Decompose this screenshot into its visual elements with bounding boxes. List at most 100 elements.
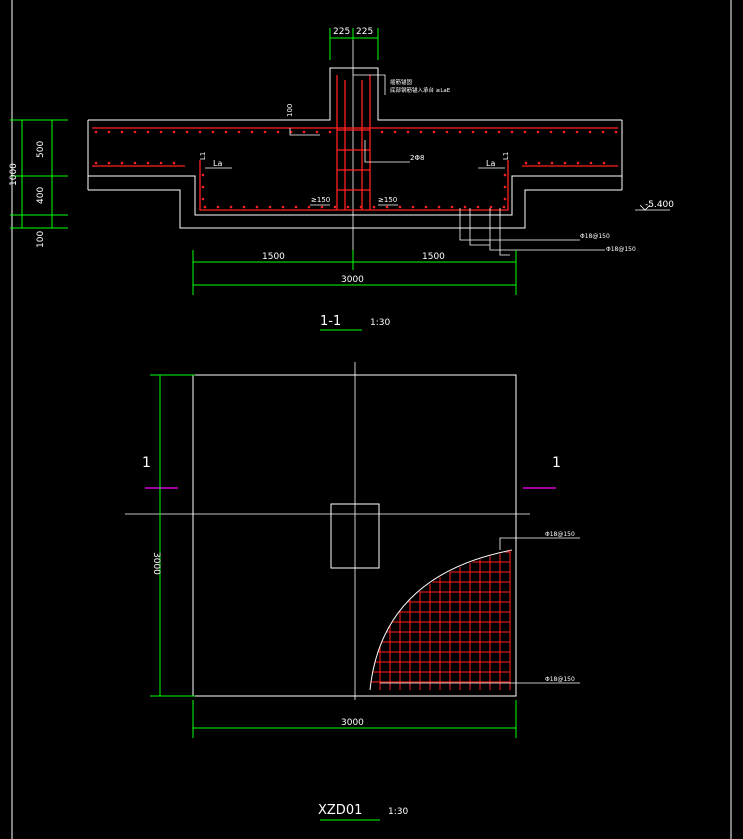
rebar-dot xyxy=(601,130,605,134)
rebar-dot xyxy=(133,161,137,165)
rebar-dot xyxy=(224,130,228,134)
rebar-dot xyxy=(255,205,259,209)
rebar-dot xyxy=(333,205,337,209)
rebar-dot xyxy=(216,205,220,209)
rebar-dot xyxy=(550,161,554,165)
rebar-dot xyxy=(432,130,436,134)
plan-dim-left: 3000 xyxy=(151,552,161,575)
plan-rebar-grid xyxy=(370,551,510,690)
rebar-dot xyxy=(463,205,467,209)
dim-225-left: 225 xyxy=(333,27,350,37)
dim-3000-section: 3000 xyxy=(341,275,364,285)
rebar-dot xyxy=(503,185,507,189)
label-ge150-right: ≥150 xyxy=(378,196,397,204)
rebar-dot xyxy=(372,205,376,209)
rebar-dot xyxy=(346,205,350,209)
section-1-1: 225 225 插筋锚固 底部钢筋锚入承台 ≥LaE 100 L1 La La … xyxy=(9,27,674,331)
rebar-dot xyxy=(242,205,246,209)
rebar-dot xyxy=(201,197,205,201)
rebar-dot xyxy=(146,161,150,165)
rebar-dot xyxy=(476,205,480,209)
rebar-dot xyxy=(489,205,493,209)
plan-leaders xyxy=(380,537,580,684)
label-l1-left: L1 xyxy=(199,152,207,160)
rebar-dot xyxy=(503,173,507,177)
rebar-dot xyxy=(523,130,527,134)
rebar-dot xyxy=(315,130,319,134)
rebar-dot xyxy=(159,161,163,165)
rebar-dot xyxy=(107,130,111,134)
section-rebar-dots xyxy=(94,130,618,209)
label-l1-right: L1 xyxy=(502,152,510,160)
rebar-dot xyxy=(458,130,462,134)
rebar-dot xyxy=(294,205,298,209)
plan-xzd01: 1 1 3000 3000 Φ18@150 Φ18@150 XZD01 1:30 xyxy=(125,362,580,821)
rebar-dot xyxy=(320,205,324,209)
rebar-dot xyxy=(94,161,98,165)
rebar-dot xyxy=(576,161,580,165)
rebar-dot xyxy=(588,130,592,134)
rebar-dot xyxy=(237,130,241,134)
rebar-dot xyxy=(562,130,566,134)
dim-100-top: 100 xyxy=(286,104,294,117)
rebar-dot xyxy=(268,205,272,209)
section-leaders xyxy=(205,74,670,256)
rebar-dot xyxy=(276,130,280,134)
rebar-dot xyxy=(120,130,124,134)
rebar-dot xyxy=(575,130,579,134)
rebar-dot xyxy=(133,130,137,134)
rebar-dot xyxy=(549,130,553,134)
elevation-label: -5.400 xyxy=(645,200,674,210)
plan-title: XZD01 xyxy=(318,803,362,818)
rebar-dot xyxy=(359,205,363,209)
dim-1000: 1000 xyxy=(9,163,19,186)
rebar-dot xyxy=(445,130,449,134)
frame xyxy=(11,0,732,839)
rebar-dot xyxy=(385,205,389,209)
rebar-dot xyxy=(172,130,176,134)
rebar-dot xyxy=(211,130,215,134)
plan-scale: 1:30 xyxy=(388,807,408,817)
dim-1500-right: 1500 xyxy=(422,252,445,262)
label-la-left: La xyxy=(213,159,222,168)
dim-400: 400 xyxy=(36,187,46,204)
rebar-dot xyxy=(107,161,111,165)
rebar-label-2: Φ18@150 xyxy=(606,246,636,253)
rebar-dot xyxy=(94,130,98,134)
section-title: 1-1 xyxy=(320,314,341,329)
rebar-dot xyxy=(424,205,428,209)
rebar-dot xyxy=(159,130,163,134)
rebar-dot xyxy=(393,130,397,134)
dim-1500-left: 1500 xyxy=(262,252,285,262)
rebar-dot xyxy=(380,130,384,134)
rebar-dot xyxy=(203,205,207,209)
rebar-dot xyxy=(172,161,176,165)
rebar-dot xyxy=(198,130,202,134)
section-dimensions xyxy=(10,28,517,331)
label-ge150-left: ≥150 xyxy=(311,196,330,204)
rebar-dot xyxy=(484,130,488,134)
rebar-dot xyxy=(437,205,441,209)
note-line-1: 插筋锚固 xyxy=(390,78,413,86)
rebar-dot xyxy=(229,205,233,209)
section-outline xyxy=(87,67,623,229)
plan-cutaway-arc xyxy=(369,549,513,691)
plan-rebar-label-bottom: Φ18@150 xyxy=(545,676,575,683)
cut-label-left: 1 xyxy=(142,455,151,471)
rebar-dot xyxy=(602,161,606,165)
rebar-dot xyxy=(328,130,332,134)
rebar-dot xyxy=(589,161,593,165)
rebar-dot xyxy=(406,130,410,134)
dim-500: 500 xyxy=(36,141,46,158)
section-rebar xyxy=(92,75,618,211)
rebar-dot xyxy=(450,205,454,209)
plan-outline xyxy=(192,374,517,697)
rebar-dot xyxy=(201,173,205,177)
rebar-dot xyxy=(302,130,306,134)
plan-text: 1 1 3000 3000 Φ18@150 Φ18@150 XZD01 1:30 xyxy=(142,455,575,818)
label-2phi8: 2Φ8 xyxy=(410,154,424,162)
rebar-dot xyxy=(524,161,528,165)
rebar-dot xyxy=(120,161,124,165)
rebar-dot xyxy=(201,185,205,189)
